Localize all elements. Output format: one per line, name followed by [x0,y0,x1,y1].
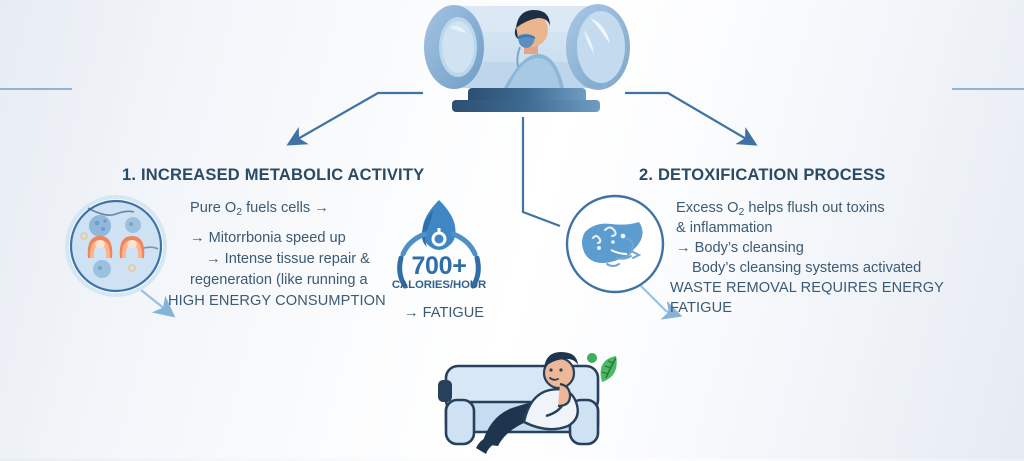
flame-glyph [421,200,456,250]
subscript-2: 2 [738,206,745,218]
tired-man-on-couch-illustration [420,344,632,456]
section-2-line-3: → Body’s cleansing [676,240,804,256]
calorie-badge: 700+ CALORIES/HOUR [383,196,495,304]
liver-detox-icon [563,192,667,296]
section-1-line-4: regeneration (like running a [190,272,368,288]
section-2-heading: 2. DETOXIFICATION PROCESS [639,166,886,184]
decorative-rule-left [0,88,72,90]
calorie-unit-label: CALORIES/HOUR [391,279,487,291]
leaf-icon [587,353,617,382]
calorie-value: 700+ [411,252,467,280]
decorative-rule-right [952,88,1024,90]
cell-with-mitochondria-icon [62,192,170,300]
section-2-line-5: WASTE REMOVAL REQUIRES ENERGY [670,280,945,296]
hyperbaric-chamber-illustration [408,0,636,118]
section-1-line-5: HIGH ENERGY CONSUMPTION [168,293,386,309]
section-2-line-6: FATIGUE [670,300,733,316]
section-1-heading: 1. INCREASED METABOLIC ACTIVITY [122,166,425,184]
section-2-line-1: Excess O2 helps flush out toxins [676,200,885,218]
section-1-line-3: → Intense tissue repair & [206,251,370,267]
calorie-outcome: → FATIGUE [404,305,485,321]
section-1-line-1: Pure O2 fuels cells → [190,200,329,218]
section-2-line-2: & inflammation [676,220,773,236]
section-1-line-2: → Mitorrbonia speed up [190,230,346,246]
section-2-line-4: Body’s cleansing systems activated [692,260,922,276]
section-1-body: Pure O2 fuels cells → → Mitorrbonia spee… [168,198,386,312]
section-2-body: Excess O2 helps flush out toxins & infla… [670,198,944,318]
subscript-2: 2 [236,206,243,218]
